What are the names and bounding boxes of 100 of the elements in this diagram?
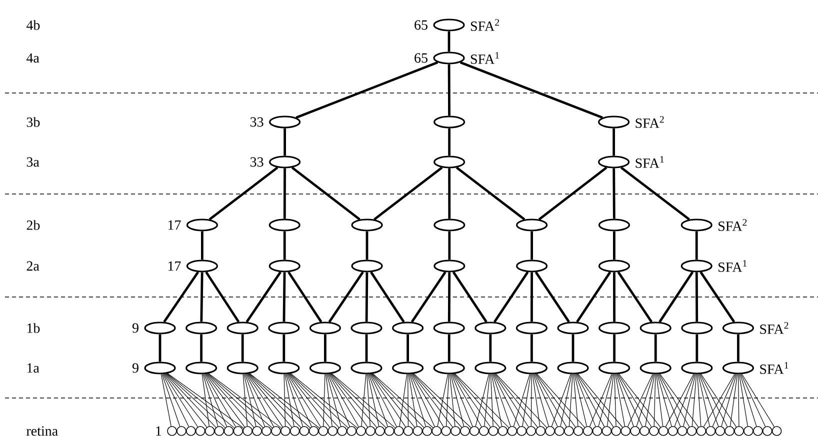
connection-line [620,166,690,220]
unit-ellipse [269,156,301,168]
unit-ellipse [681,322,713,334]
layer-tag: SFA$^{1}$ [470,52,499,64]
connection-line [242,374,248,426]
connection-line [721,374,737,427]
unit-ellipse [269,116,301,128]
retina-circle [602,426,612,436]
connection-line [636,374,654,427]
retina-circle [308,426,319,436]
field-size-number: 17 [168,261,181,271]
connection-line [361,374,366,426]
connection-line [576,374,614,428]
connection-line [536,374,576,428]
connection-line [612,168,616,219]
field-size-number: 33 [250,117,264,127]
connection-line [284,374,286,426]
layer-tag: SFA$^{2}$ [470,19,499,31]
connection-line [658,271,694,323]
unit-ellipse [351,218,383,232]
unit-ellipse [433,362,465,374]
connection-line [658,374,681,427]
connection-line [326,374,332,426]
retina-circle [214,426,224,436]
retina-circle [592,426,602,436]
retina-circle [762,426,772,436]
connection-line [201,231,204,260]
unit-ellipse [350,362,382,374]
connection-line [247,374,292,428]
connection-line [607,374,614,426]
connection-line [536,374,585,428]
retina-circle [706,426,716,436]
connection-line [576,271,612,323]
retina-circle [611,426,622,436]
layer-tag: SFA$^{1}$ [760,362,788,374]
connection-line [530,231,533,260]
unit-ellipse [557,362,589,374]
connection-line [408,374,418,426]
connection-line [454,374,500,428]
connection-line [283,168,286,219]
retina-circle [176,426,186,436]
unit-ellipse [309,362,341,374]
connection-line [654,374,656,426]
retina-circle [582,426,593,436]
connection-line [448,168,451,219]
connection-line [452,271,488,323]
connection-line [572,334,574,362]
connection-line [160,374,172,426]
connection-line [522,374,531,426]
unit-ellipse [268,260,300,272]
unit-ellipse [434,116,466,128]
connection-line [534,271,570,323]
connection-line [454,374,510,428]
unit-ellipse [350,322,382,334]
connection-line [284,374,294,426]
connection-line [613,231,616,260]
unit-ellipse [722,362,754,374]
field-size-number: 9 [132,363,138,373]
unit-ellipse [598,156,630,168]
retina-circle [375,426,385,436]
connection-line [412,374,453,428]
connection-line [618,374,652,428]
connection-line [365,334,368,362]
connection-line [551,374,572,427]
unit-ellipse [226,362,258,374]
connection-line [654,334,657,362]
retina-circle [432,426,442,436]
connection-line [409,374,426,427]
connection-line [742,374,775,428]
unit-ellipse [516,362,548,374]
retina-circle [715,426,725,436]
retina-circle [470,426,480,436]
retina-circle [658,426,668,436]
retina-circle [649,426,659,436]
retina-circle [668,426,678,436]
connection-line [323,374,326,426]
connection-line [200,334,202,362]
retina-circle [488,426,498,436]
field-size-number: 65 [414,20,428,30]
connection-line [484,374,490,426]
connection-line [286,374,304,427]
connection-line [494,374,529,428]
connection-line [492,374,511,427]
connection-line [289,374,340,428]
connection-line [206,374,254,428]
field-size-number: 65 [414,53,428,63]
connection-line [328,374,350,427]
connection-line [538,166,608,220]
connection-line [408,374,409,426]
connection-line [371,374,415,428]
connection-line [162,374,190,427]
layer-tag: SFA$^{2}$ [718,219,747,231]
connection-line [437,374,448,426]
connection-line [246,374,274,427]
connection-line [368,374,380,427]
connection-line [282,272,286,322]
connection-line [246,374,283,428]
retina-circle [772,426,782,436]
retina-circle [620,426,630,436]
connection-line [202,374,218,427]
